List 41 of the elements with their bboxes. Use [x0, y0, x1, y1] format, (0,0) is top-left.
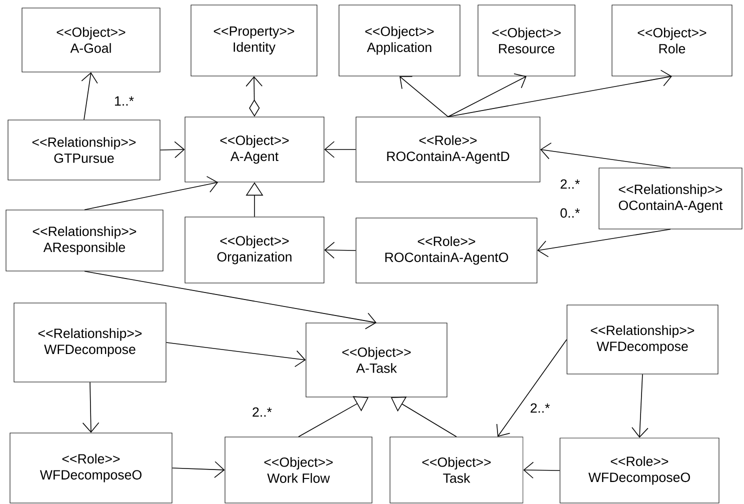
multiplicity-label: 2..*	[528, 402, 552, 414]
arrow	[84, 270, 376, 330]
arrow	[400, 76, 448, 118]
class-box: <<Object>> A-Task	[306, 322, 448, 398]
class-box: <<Role>> WFDecomposeO	[10, 432, 172, 504]
class-box: <<Object>> Work Flow	[224, 436, 372, 504]
arrow	[448, 70, 672, 118]
arrow	[324, 242, 356, 259]
class-box: <<Object>> Organization	[184, 216, 324, 284]
class-box: <<Role>> ROContainA-AgentO	[356, 218, 538, 284]
class-box: <<Relationship>> GTPursue	[8, 120, 160, 180]
arrow	[81, 72, 98, 120]
arrow	[540, 142, 671, 168]
class-box: <<Relationship>> WFDecompose	[566, 304, 718, 374]
class-box: <<Property>> Identity	[190, 4, 318, 76]
class-box: <<Object>> Application	[338, 4, 460, 76]
multiplicity-label: 0..*	[558, 206, 582, 220]
class-box: <<Object>> A-Goal	[22, 8, 160, 72]
arrow	[448, 73, 526, 118]
arrow	[324, 141, 356, 158]
arrow	[172, 461, 225, 478]
class-box: <<Role>> WFDecomposeO	[560, 438, 720, 504]
arrow	[496, 339, 568, 437]
arrow	[160, 141, 185, 158]
multiplicity-label: 1..*	[112, 95, 136, 107]
arrow	[82, 382, 100, 433]
arrow	[166, 342, 306, 368]
multiplicity-label: 2..*	[558, 178, 582, 190]
class-box: <<Relationship>> WFDecompose	[14, 302, 166, 382]
arrow	[537, 228, 671, 258]
class-box: <<Object>> Task	[390, 436, 524, 504]
arrow	[523, 462, 560, 479]
class-box: <<Relationship>> AResponsible	[6, 210, 164, 272]
class-box: <<Object>> A-Agent	[184, 116, 324, 182]
class-box: <<Object>> Resource	[478, 4, 576, 76]
multiplicity-label: 2..*	[250, 406, 274, 418]
class-box: <<Object>> Role	[612, 4, 732, 76]
arrow	[84, 176, 218, 210]
arrow	[632, 374, 648, 438]
class-box: <<Relationship>> OContainA-Agent	[598, 168, 742, 230]
class-box: <<Role>> ROContainA-AgentD	[356, 116, 540, 182]
